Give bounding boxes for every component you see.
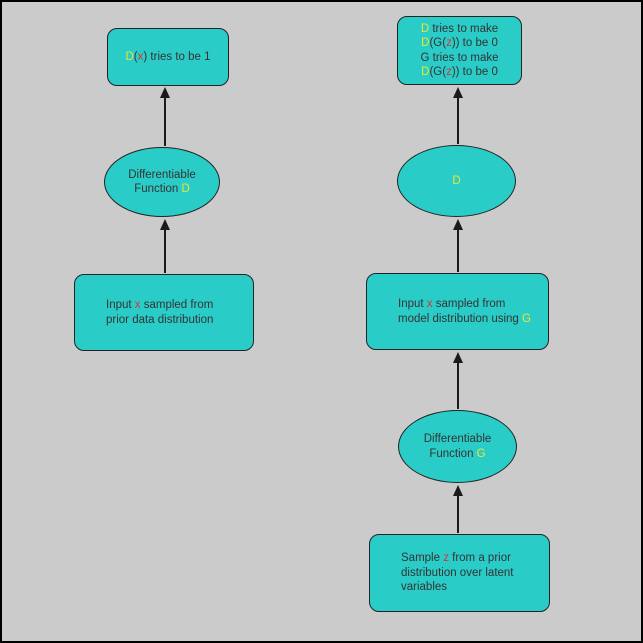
arrow-gfunction-to-modelinput xyxy=(452,352,464,409)
arrow-modelinput-to-d xyxy=(452,219,464,272)
arrowhead-up-icon xyxy=(160,87,170,98)
arrow-priorinput-to-dfunction xyxy=(159,219,171,273)
arrowhead-up-icon xyxy=(453,219,463,230)
arrow-shaft xyxy=(164,228,166,273)
arrow-d-to-objectives xyxy=(452,87,464,144)
arrow-shaft xyxy=(164,96,166,146)
node-discriminator-d-ellipse: D xyxy=(397,145,516,217)
arrowhead-up-icon xyxy=(453,87,463,98)
arrow-shaft xyxy=(457,494,459,533)
arrow-shaft xyxy=(457,361,459,409)
arrow-shaft xyxy=(457,228,459,272)
arrowhead-up-icon xyxy=(453,485,463,496)
arrow-shaft xyxy=(457,96,459,144)
arrow-sample-to-gfunction xyxy=(452,485,464,533)
arrowhead-up-icon xyxy=(453,352,463,363)
node-discriminator-target-box: D(x) tries to be 1 xyxy=(107,28,229,86)
arrow-dfunction-to-target xyxy=(159,87,171,146)
arrowhead-up-icon xyxy=(160,219,170,230)
